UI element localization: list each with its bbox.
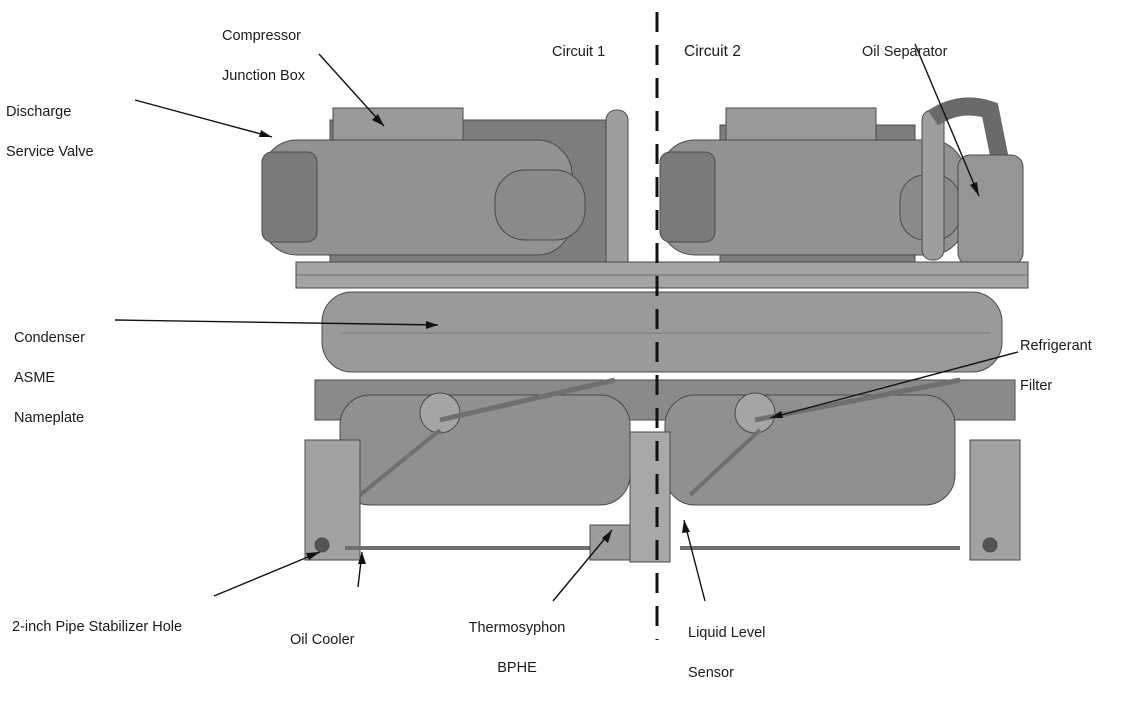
label-line: Circuit 1 xyxy=(552,44,606,60)
label-circuit-2: Circuit 2 xyxy=(684,22,741,82)
label-line: Oil Cooler xyxy=(290,632,355,648)
leader-pipe-stabilizer xyxy=(213,551,321,597)
label-refrigerant-filter: Refrigerant Filter xyxy=(1020,316,1092,416)
leader-condenser-asme xyxy=(114,319,439,326)
label-line: Circuit 2 xyxy=(684,43,741,60)
filter-1 xyxy=(419,392,461,434)
label-discharge-service-valve: Discharge Service Valve xyxy=(6,82,94,182)
oil-separator xyxy=(957,154,1024,266)
condenser xyxy=(321,291,1003,373)
leader-compressor-junction-box xyxy=(318,53,385,127)
leader-lines xyxy=(114,43,1019,602)
label-compressor-junction-box: Compressor Junction Box xyxy=(222,6,305,106)
label-line: Condenser xyxy=(14,330,85,346)
label-line: Liquid Level xyxy=(688,625,766,641)
label-liquid-level-sensor: Liquid Level Sensor xyxy=(688,603,765,703)
leader-thermosyphon xyxy=(552,529,613,602)
label-line: Thermosyphon xyxy=(468,620,566,636)
label-line: Discharge xyxy=(6,104,72,120)
arrow-heads xyxy=(259,114,979,564)
label-circuit-1: Circuit 1 xyxy=(552,22,605,82)
label-pipe-stabilizer-hole: 2-inch Pipe Stabilizer Hole xyxy=(12,597,182,657)
filter-2 xyxy=(734,392,776,434)
leader-refrigerant-filter xyxy=(769,351,1019,419)
label-line: Junction Box xyxy=(222,68,306,84)
chiller-illustration xyxy=(114,12,1029,640)
chiller-diagram: Compressor Junction Box Circuit 1 Circui… xyxy=(6,6,1092,681)
leader-oil-separator xyxy=(914,43,980,197)
stabilizer-hole xyxy=(314,537,330,553)
label-line: Nameplate xyxy=(14,410,85,426)
label-oil-cooler: Oil Cooler xyxy=(290,610,354,670)
label-line: Filter xyxy=(1020,378,1053,394)
label-line: Sensor xyxy=(688,665,734,681)
label-line: Oil Separator xyxy=(862,44,948,60)
label-line: Refrigerant xyxy=(1020,338,1092,354)
label-line: BPHE xyxy=(497,660,537,676)
chiller-unit xyxy=(261,97,1029,563)
label-line: 2-inch Pipe Stabilizer Hole xyxy=(12,619,183,635)
label-oil-separator: Oil Separator xyxy=(862,22,947,82)
leader-liquid-level xyxy=(683,519,706,602)
label-thermosyphon-bphe: Thermosyphon BPHE xyxy=(457,598,577,698)
label-line: Compressor xyxy=(222,28,301,44)
leader-discharge-service-valve xyxy=(134,99,273,138)
label-line: Service Valve xyxy=(6,144,94,160)
label-condenser-asme-nameplate: Condenser ASME Nameplate xyxy=(14,308,85,448)
label-line: ASME xyxy=(14,370,56,386)
